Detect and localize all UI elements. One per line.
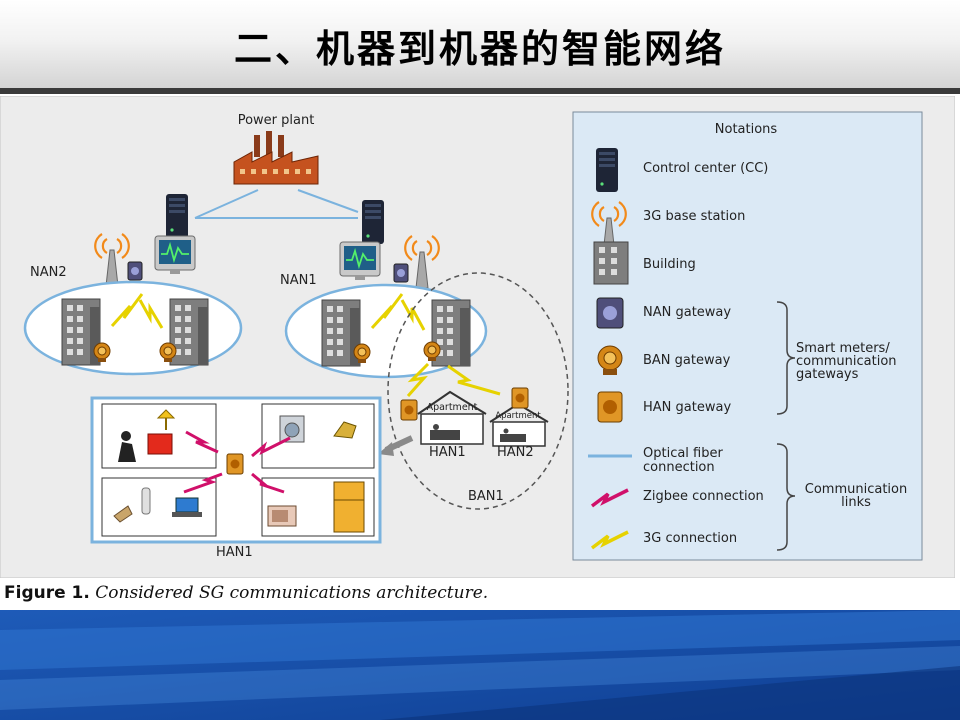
apartment-1 <box>417 390 487 445</box>
nan1-3g-bolt-2 <box>400 299 426 331</box>
apartment-1-han-gateway-icon <box>400 399 418 421</box>
iron-icon <box>333 421 357 439</box>
legend-label-3g: 3G connection <box>643 531 737 546</box>
control-center-icon <box>596 148 618 192</box>
legend-label-zigbee: Zigbee connection <box>643 489 764 504</box>
tv-icon <box>147 433 173 455</box>
figure-caption-text: Considered SG communications architectur… <box>95 583 489 603</box>
legend-label-base-station: 3G base station <box>643 209 745 224</box>
washing-machine-icon <box>279 415 305 443</box>
nan1-label: NAN1 <box>280 273 317 288</box>
ban1-3g-bolt-2 <box>447 364 501 396</box>
apartment-1-label: Apartment <box>427 402 478 413</box>
nan2-3g-bolt-1 <box>110 293 144 328</box>
microwave-icon <box>267 505 297 527</box>
slide-header: 二、机器到机器的智能网络 <box>0 0 960 88</box>
legend-title: Notations <box>715 122 778 137</box>
refrigerator-icon <box>333 481 365 533</box>
smart-meters-group-label-2: communication <box>796 354 897 369</box>
apartment-2-han-gateway-icon <box>511 387 529 409</box>
han-gateway-icon <box>597 391 623 423</box>
han1-room-2 <box>261 403 375 469</box>
legend-label-control-center: Control center (CC) <box>643 161 768 176</box>
communication-links-label-2: links <box>841 495 871 510</box>
legend-label-fiber-1: Optical fiber <box>643 446 723 461</box>
han1-small-label: HAN1 <box>429 445 466 460</box>
han1-detail-label: HAN1 <box>216 545 253 560</box>
legend-label-fiber-2: connection <box>643 460 715 475</box>
nan2-building-2 <box>169 298 209 366</box>
ban1-3g-bolt-1 <box>406 362 430 397</box>
3g-bolt-icon <box>590 530 629 550</box>
person-icon <box>118 431 136 462</box>
legend-label-building: Building <box>643 257 696 272</box>
figure-caption-label: Figure 1. <box>4 583 90 603</box>
ban-gateway-icon <box>597 345 623 375</box>
communication-links-brace <box>776 443 796 551</box>
smart-meters-group-label-3: gateways <box>796 367 859 382</box>
ban1-label: BAN1 <box>468 489 504 504</box>
legend-label-han-gateway: HAN gateway <box>643 400 731 415</box>
bulb-icon <box>141 487 151 515</box>
slide-title: 二、机器到机器的智能网络 <box>233 27 726 71</box>
zigbee-bolt-icon <box>590 488 629 508</box>
optical-fiber-links <box>194 189 359 219</box>
legend-box <box>572 111 923 561</box>
laptop-icon <box>172 497 202 517</box>
nan1-3g-bolt-1 <box>370 293 404 330</box>
nan2-label: NAN2 <box>30 265 67 280</box>
legend-label-ban-gateway: BAN gateway <box>643 353 731 368</box>
nan2-3g-bolt-2 <box>138 299 164 329</box>
nan2-area <box>23 280 243 376</box>
zoom-arrow <box>378 435 414 456</box>
power-plant-icon <box>233 131 319 185</box>
slide-footer-banner <box>0 610 960 720</box>
nan2-building-1 <box>61 298 101 366</box>
lamp-icon <box>156 409 176 430</box>
power-plant-label: Power plant <box>238 113 315 128</box>
han1-center-gateway-icon <box>226 453 244 475</box>
communication-links-label-1: Communication <box>805 482 907 497</box>
architecture-diagram: Power plant NAN2 NAN1 <box>0 96 955 578</box>
ban1-area <box>387 272 569 510</box>
han2-small-label: HAN2 <box>497 445 534 460</box>
han1-zigbee-links <box>183 430 291 494</box>
apartment-2 <box>489 402 549 447</box>
building-icon <box>593 241 629 285</box>
nan-gateway-icon <box>596 297 624 329</box>
hair-dryer-icon <box>113 505 133 523</box>
nan2-gateway-icon <box>127 261 143 281</box>
legend-label-nan-gateway: NAN gateway <box>643 305 731 320</box>
apartment-2-label: Apartment <box>495 411 541 421</box>
nan1-gateway-icon <box>393 263 409 283</box>
header-divider <box>0 88 960 94</box>
smart-meters-group-label-1: Smart meters/ <box>796 341 890 356</box>
smart-meters-brace <box>776 301 796 415</box>
nan1-building-1 <box>321 299 361 367</box>
figure-caption: Figure 1. Considered SG communications a… <box>4 583 488 603</box>
